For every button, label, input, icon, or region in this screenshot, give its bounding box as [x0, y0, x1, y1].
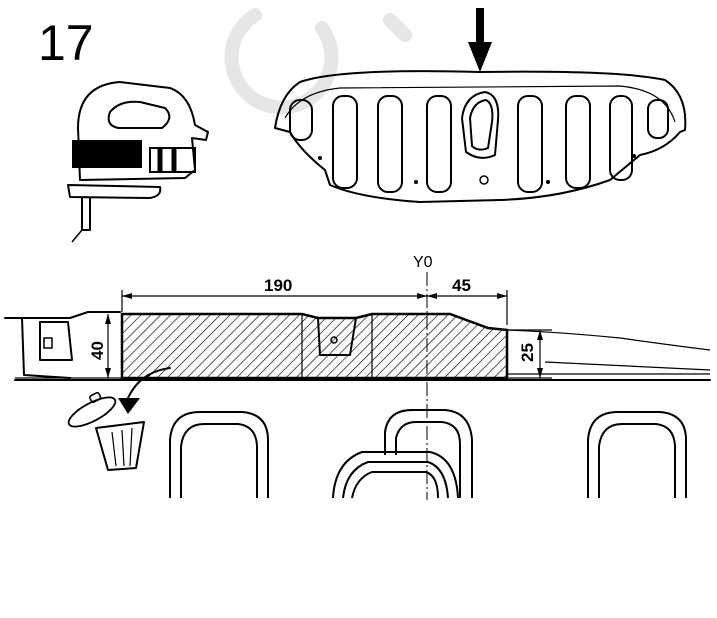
bumper-part-icon [274, 70, 687, 203]
dimension-190-label: 190 [264, 276, 292, 295]
lower-openings [169, 409, 687, 499]
dimension-40-label: 40 [88, 341, 107, 360]
cut-section-icon [120, 312, 509, 380]
dimension-45-label: 45 [452, 276, 471, 295]
y0-label: Y0 [413, 254, 433, 271]
watermark-ring [224, 8, 339, 115]
dimension-lines [105, 290, 552, 379]
dimension-25-label: 25 [518, 343, 537, 362]
left-profile [4, 311, 122, 379]
right-profile [14, 329, 711, 381]
step-number: 17 [38, 15, 94, 71]
jigsaw-icon [67, 81, 209, 243]
trash-bin-icon [67, 367, 171, 471]
watermark-stroke [383, 13, 412, 42]
down-arrow-icon [468, 8, 492, 72]
